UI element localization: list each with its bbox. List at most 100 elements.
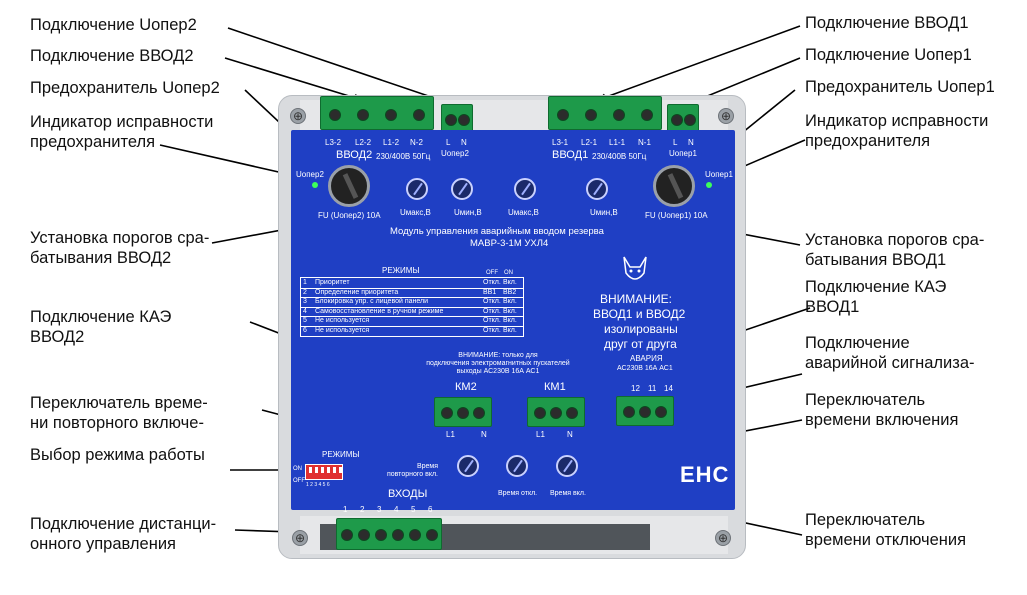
km2-n-label: N	[481, 430, 487, 439]
screw-bottom-left: ⊕	[292, 530, 308, 546]
label-n-1: N-1	[638, 138, 651, 147]
led2-label: Uoпер2	[296, 170, 324, 179]
modes-title: РЕЖИМЫ	[382, 266, 420, 275]
label-uoper2: Uoпер2	[441, 149, 469, 158]
callout-kae-vvod1: Подключение КАЭ ВВОД1	[805, 278, 947, 316]
terminal-uoper1[interactable]	[667, 104, 699, 134]
callout-kae-vvod2: Подключение КАЭ ВВОД2	[30, 308, 172, 346]
screw-top-left: ⊕	[290, 108, 306, 124]
km2-l1-label: L1	[446, 430, 455, 439]
callout-alarm-connection: Подключение аварийной сигнализа-	[805, 334, 975, 372]
label-n-op2: N	[461, 138, 467, 147]
screw-top-right: ⊕	[718, 108, 734, 124]
km1-n-label: N	[567, 430, 573, 439]
dip-title: РЕЖИМЫ	[322, 450, 360, 459]
umax-knob-vvod1[interactable]	[514, 178, 536, 200]
callout-mode-select: Выбор режима работы	[30, 446, 205, 464]
km1-label: КМ1	[544, 381, 566, 393]
umax-knob-vvod2[interactable]	[406, 178, 428, 200]
module-model: МАВР-3-1М УХЛ4	[470, 238, 549, 249]
callout-fuse-indicator-right: Индикатор исправности предохранителя	[805, 112, 989, 150]
off-time-label: Время откл.	[498, 490, 538, 497]
leader-vvod1	[597, 25, 801, 102]
input-number-4: 4	[394, 505, 399, 514]
vvod1-title: ВВОД1	[552, 149, 589, 161]
modes-on-header: ON	[504, 270, 513, 276]
callout-uoper1-connection: Подключение Uопер1	[805, 46, 972, 64]
dip-on-label: ON	[293, 466, 302, 472]
inputs-title: ВХОДЫ	[388, 488, 428, 500]
warning-title: ВНИМАНИЕ:	[600, 292, 672, 306]
warning-line-3: друг от друга	[604, 337, 677, 351]
alarm-title: АВАРИЯ	[630, 354, 663, 363]
callout-remote-control: Подключение дистанци- онного управления	[30, 515, 217, 553]
repeat-time-label: Время повторного вкл.	[386, 463, 438, 478]
callout-fuse-uoper2: Предохранитель Uопер2	[30, 79, 220, 97]
terminal-remote-inputs[interactable]	[336, 518, 442, 550]
eac-mark: ЕНС	[680, 462, 730, 487]
fuse-holder-uoper2[interactable]	[328, 165, 370, 207]
callout-off-time-switch: Переключатель времени отключения	[805, 511, 967, 549]
input-number-5: 5	[411, 505, 416, 514]
dip-off-label: OFF	[293, 478, 305, 484]
umin-knob-vvod1[interactable]	[586, 178, 608, 200]
alarm-pin-11: 11	[648, 384, 657, 393]
off-time-knob[interactable]	[506, 455, 528, 477]
km1-l1-label: L1	[536, 430, 545, 439]
fuse2-label: FU (Uoпер2) 10А	[318, 211, 381, 220]
vvod1-spec: 230/400В 50Гц	[592, 152, 647, 161]
fuse-holder-uoper1[interactable]	[653, 165, 695, 207]
input-number-6: 6	[428, 505, 433, 514]
label-l3-1: L3-1	[552, 138, 569, 147]
label-l2-1: L2-1	[581, 138, 598, 147]
terminal-uoper2[interactable]	[441, 104, 473, 134]
fuse-indicator-led-left	[312, 182, 318, 188]
callout-fuse-uoper1: Предохранитель Uопер1	[805, 78, 995, 96]
callout-thresholds-vvod2: Установка порогов сра- батывания ВВОД2	[30, 229, 210, 267]
label-l-op2: L	[446, 138, 451, 147]
callout-uoper2-connection: Подключение Uопер2	[30, 16, 197, 34]
terminal-vvod1[interactable]	[548, 96, 662, 130]
label-n-2: N-2	[410, 138, 423, 147]
label-l3-2: L3-2	[325, 138, 342, 147]
km-warning-note: ВНИМАНИЕ: только для подключения электро…	[426, 352, 570, 375]
leader-uoper2	[227, 27, 453, 106]
label-l1-1: L1-1	[609, 138, 626, 147]
terminal-km1[interactable]	[527, 397, 585, 427]
terminal-km2[interactable]	[434, 397, 492, 427]
callout-on-time-switch: Переключатель времени включения	[805, 391, 959, 429]
repeat-time-knob[interactable]	[457, 455, 479, 477]
umax-label-vvod2: Uмакс,В	[400, 208, 431, 217]
on-time-label: Время вкл.	[550, 490, 586, 497]
input-number-1: 1	[343, 505, 348, 514]
label-l1-2: L1-2	[383, 138, 400, 147]
callout-vvod2-connection: Подключение ВВОД2	[30, 47, 194, 65]
label-n-op1: N	[688, 138, 694, 147]
km2-label: КМ2	[455, 381, 477, 393]
mode-dip-switch[interactable]	[305, 464, 343, 480]
umin-knob-vvod2[interactable]	[451, 178, 473, 200]
alarm-spec: АС230В 16А АС1	[617, 365, 673, 372]
led1-label: Uoпер1	[705, 170, 733, 179]
umax-label-vvod1: Uмакс,В	[508, 208, 539, 217]
callout-thresholds-vvod1: Установка порогов сра- батывания ВВОД1	[805, 231, 985, 269]
callout-repeat-time-switch: Переключатель време- ни повторного включ…	[30, 394, 208, 432]
label-uoper1: Uoпер1	[669, 149, 697, 158]
fuse1-label: FU (Uoпер1) 10А	[645, 211, 708, 220]
terminal-alarm[interactable]	[616, 396, 674, 426]
warning-line-1: ВВОД1 и ВВОД2	[593, 307, 686, 321]
fuse-indicator-led-right	[706, 182, 712, 188]
on-time-knob[interactable]	[556, 455, 578, 477]
screw-bottom-right: ⊕	[715, 530, 731, 546]
input-number-2: 2	[360, 505, 365, 514]
alarm-pin-14: 14	[664, 384, 673, 393]
terminal-vvod2[interactable]	[320, 96, 434, 130]
callout-fuse-indicator-left: Индикатор исправности предохранителя	[30, 113, 214, 151]
